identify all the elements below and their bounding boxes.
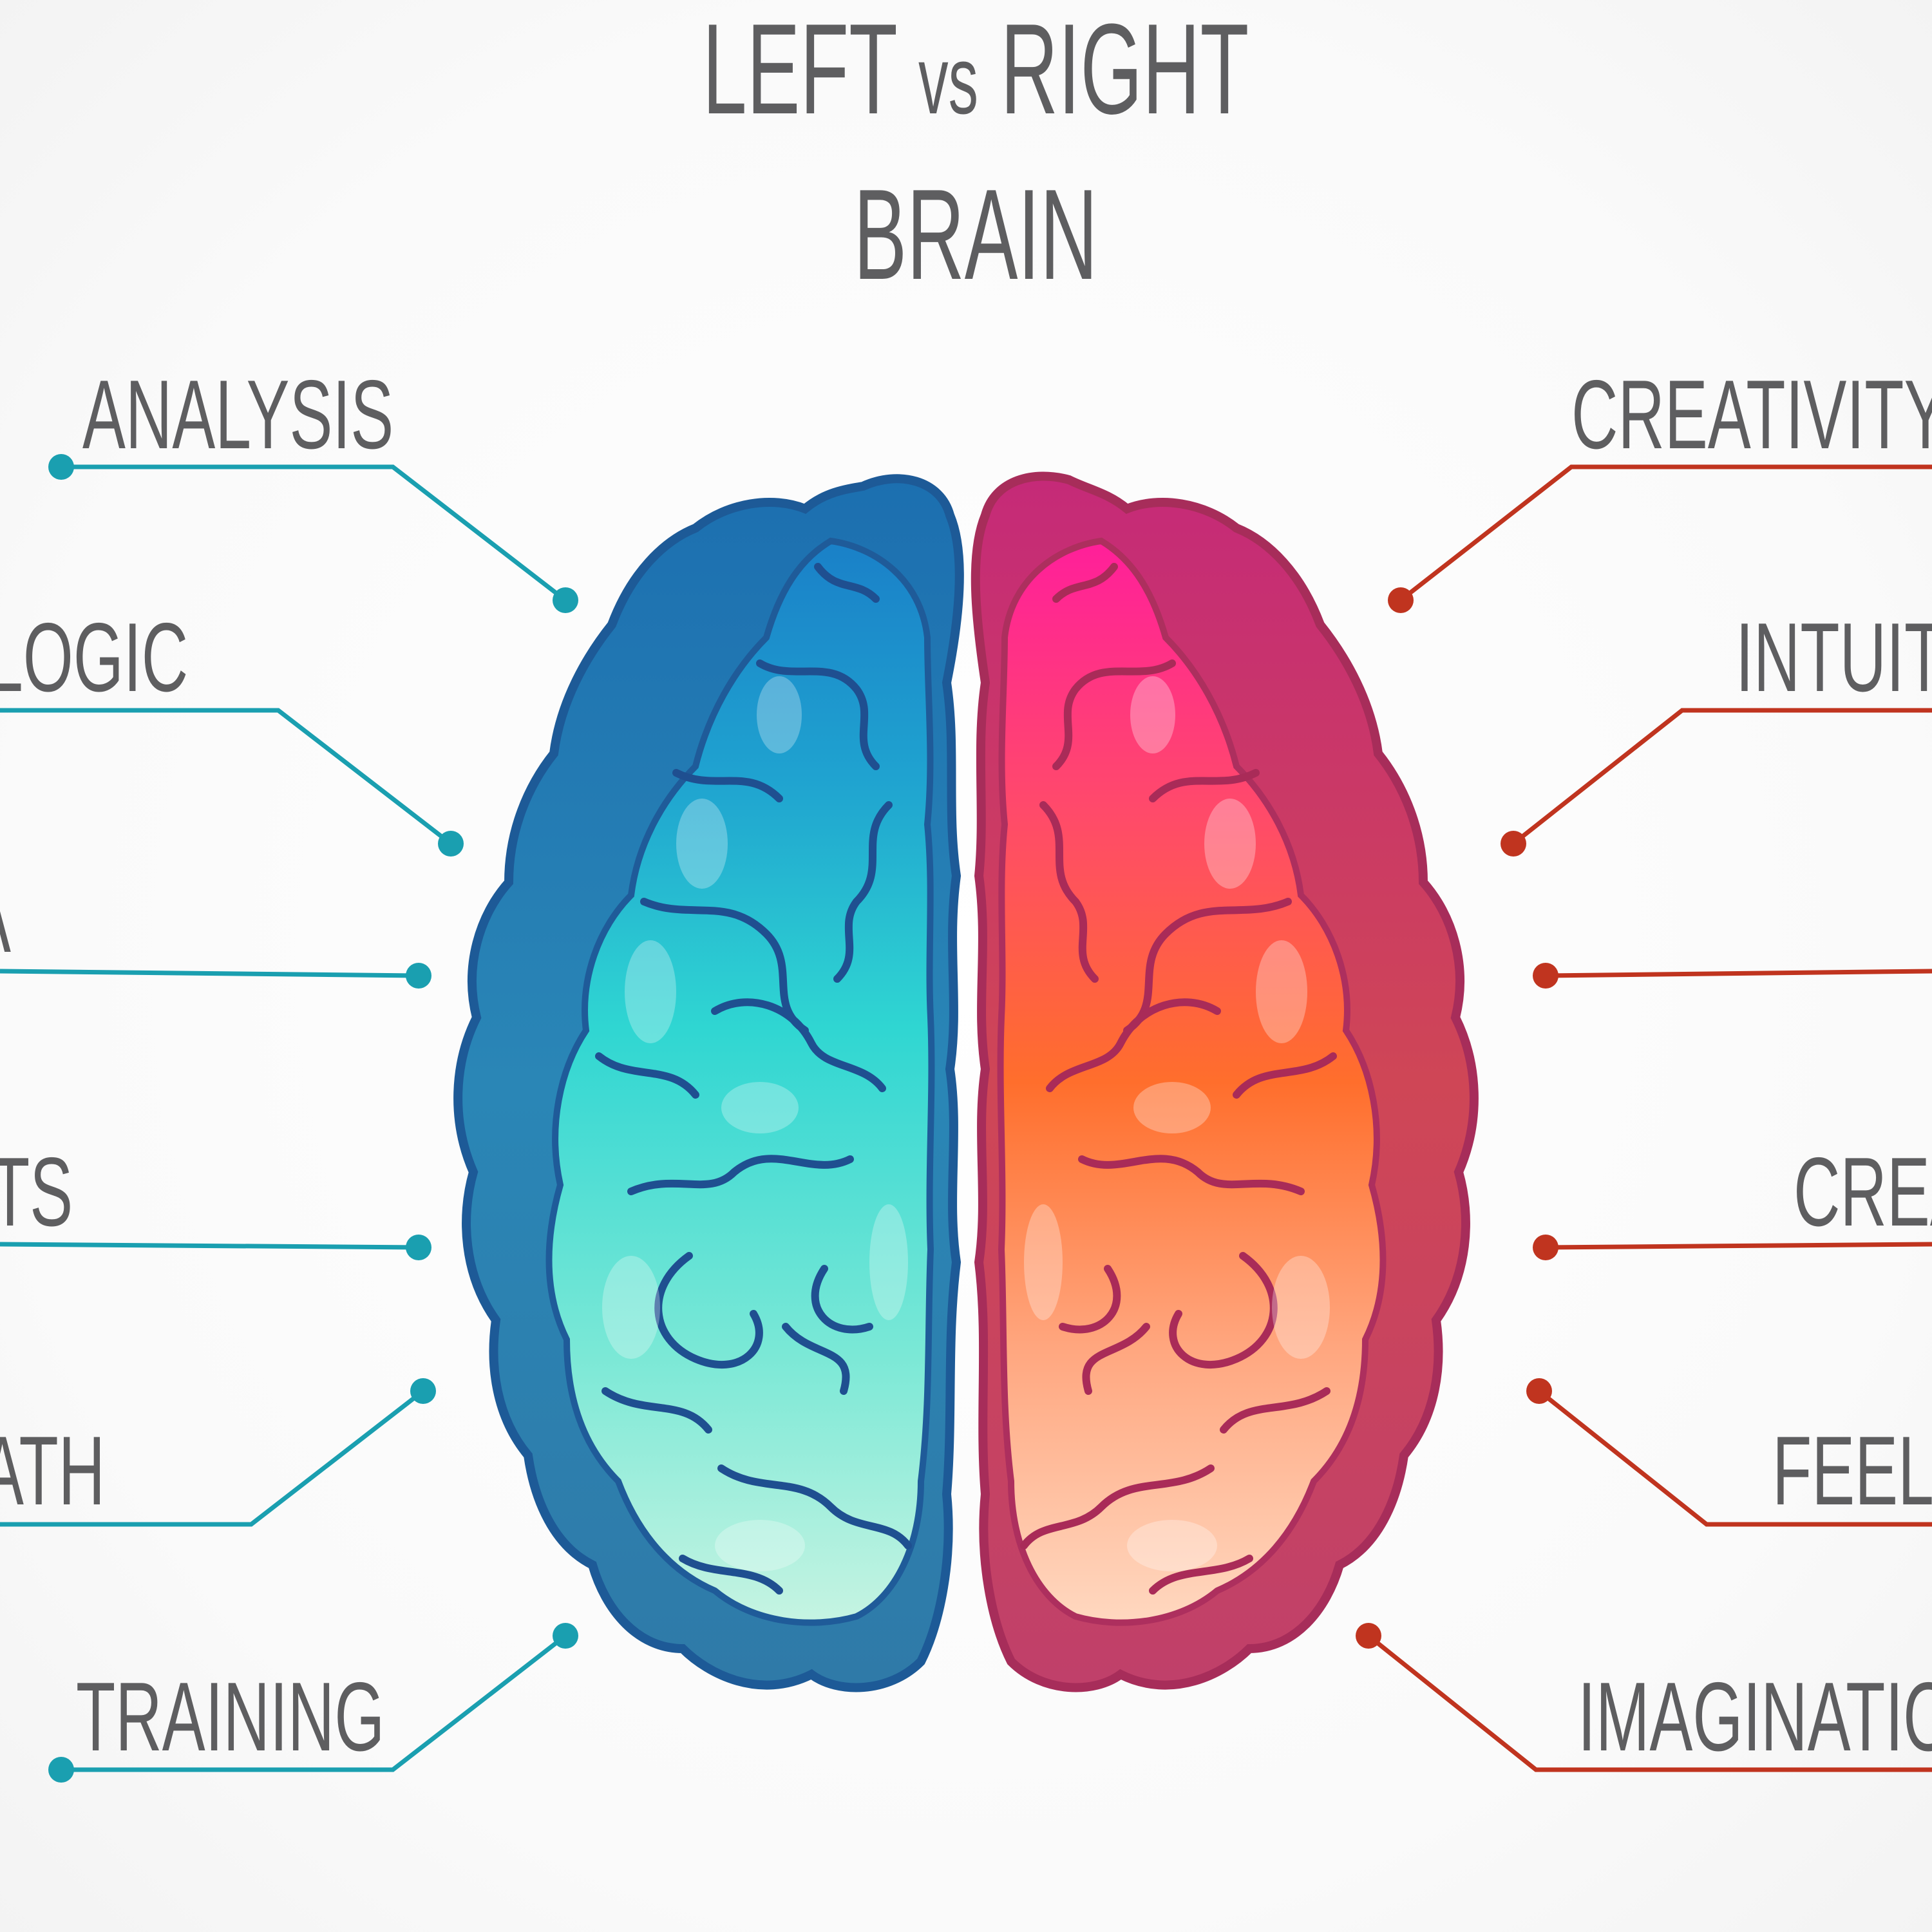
label-imaginatio: IMAGINATIO bbox=[1578, 1662, 1932, 1772]
left-highlights bbox=[602, 676, 908, 1571]
connector-intuit bbox=[1511, 708, 1932, 846]
dot-ts-end bbox=[406, 1235, 431, 1260]
title-left-word: LEFT bbox=[702, 0, 896, 141]
label-intuit: INTUIT bbox=[1736, 603, 1932, 712]
title-line-2: BRAIN bbox=[853, 163, 1098, 307]
right-hemisphere-inner bbox=[997, 537, 1387, 1626]
dot-a-end bbox=[406, 963, 431, 989]
left-hemisphere-inner bbox=[545, 537, 935, 1626]
connector-blank bbox=[1545, 969, 1932, 978]
dot-creativity-end bbox=[1388, 587, 1414, 613]
right-gyri bbox=[1020, 563, 1337, 1595]
left-hemisphere bbox=[453, 474, 964, 1692]
connector-training bbox=[61, 1634, 567, 1772]
connector-logic bbox=[0, 708, 453, 846]
dot-training-end bbox=[553, 1623, 578, 1649]
right-connector-dots bbox=[1356, 587, 1558, 1649]
label-a: A bbox=[0, 869, 11, 967]
left-gyri bbox=[595, 563, 912, 1595]
connector-ath bbox=[0, 1389, 425, 1527]
connector-creativity bbox=[1399, 464, 1932, 602]
dot-blank-end bbox=[1533, 963, 1558, 989]
right-connectors bbox=[1367, 464, 1932, 1772]
dot-intuit-end bbox=[1501, 831, 1526, 857]
label-logic: LOGIC bbox=[0, 603, 189, 712]
dot-training-start bbox=[48, 1757, 74, 1783]
dot-feeli-end bbox=[1526, 1378, 1552, 1404]
dot-crea-end bbox=[1533, 1235, 1558, 1260]
dot-ath-end bbox=[410, 1378, 436, 1404]
label-training: TRAINING bbox=[76, 1662, 385, 1772]
dot-analysis-start bbox=[48, 454, 74, 480]
dot-analysis-end bbox=[553, 587, 578, 613]
label-ath: ATH bbox=[0, 1416, 106, 1526]
label-analysis: ANALYSIS bbox=[82, 360, 394, 469]
title-right-word: RIGHT bbox=[1000, 0, 1249, 141]
left-connector-dots bbox=[48, 454, 578, 1783]
connector-analysis bbox=[61, 464, 567, 602]
dot-imaginatio-end bbox=[1356, 1623, 1381, 1649]
connector-imaginatio bbox=[1367, 1634, 1932, 1772]
title-vs-word: vs bbox=[918, 26, 979, 134]
connector-ts bbox=[0, 1242, 419, 1250]
connector-feeli bbox=[1537, 1389, 1932, 1527]
left-connectors bbox=[0, 464, 567, 1772]
title-line-1: LEFT vs RIGHT bbox=[377, 5, 1575, 134]
label-creativity: CREATIVITY bbox=[1571, 360, 1932, 469]
right-hemisphere bbox=[971, 471, 1479, 1692]
connector-a bbox=[0, 969, 419, 978]
connector-crea bbox=[1545, 1242, 1932, 1250]
right-highlights bbox=[1024, 676, 1330, 1571]
dot-logic-end bbox=[438, 831, 464, 857]
label-ts: TS bbox=[0, 1137, 73, 1247]
label-crea: CREA bbox=[1794, 1137, 1932, 1247]
